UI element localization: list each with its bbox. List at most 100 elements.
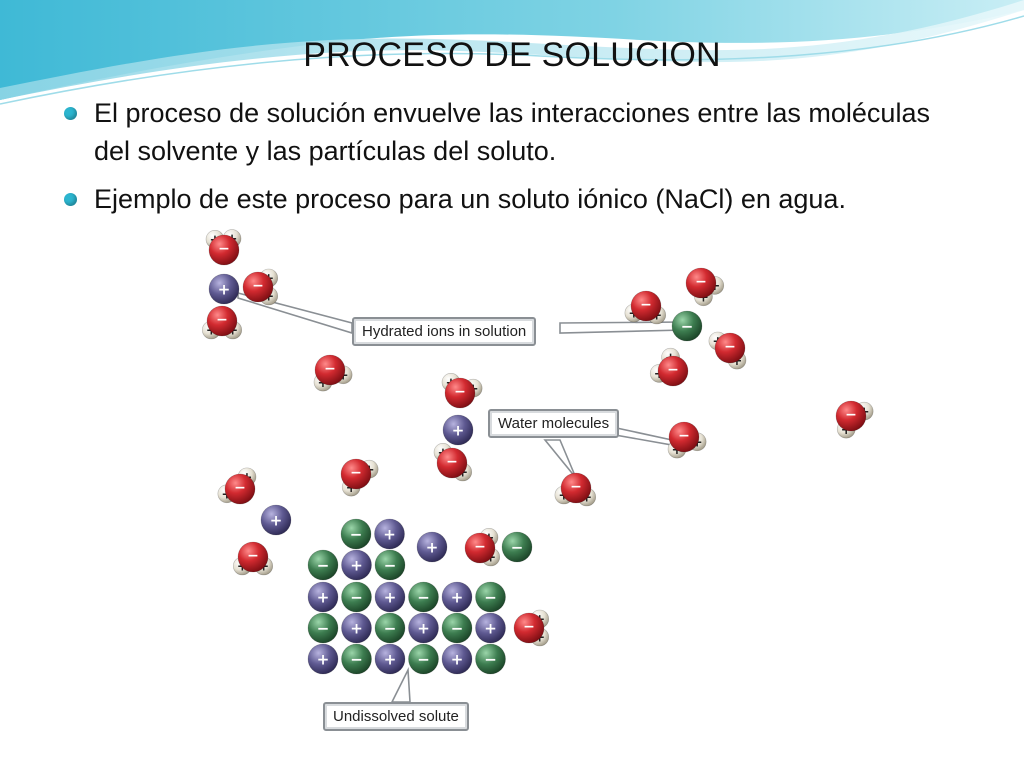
chloride-ion-sphere bbox=[475, 581, 506, 613]
negative-charge-label: − bbox=[640, 297, 652, 313]
negative-charge-label: − bbox=[446, 454, 458, 470]
water-molecule: ++− bbox=[441, 372, 483, 409]
negative-charge-label: − bbox=[474, 539, 486, 555]
positive-charge-label: + bbox=[318, 376, 329, 391]
sodium-ion: + bbox=[341, 549, 372, 581]
negative-charge-label: − bbox=[570, 479, 582, 495]
water-molecule: ++− bbox=[201, 305, 243, 340]
negative-charge-label: − bbox=[350, 650, 363, 668]
sodium-ion: + bbox=[374, 518, 405, 550]
negative-charge-label: − bbox=[417, 588, 430, 606]
chloride-ion-sphere bbox=[671, 310, 703, 342]
water-molecule: ++− bbox=[554, 472, 597, 507]
water-molecule: ++− bbox=[649, 347, 689, 387]
negative-charge-label: − bbox=[845, 407, 857, 423]
positive-charge-label: + bbox=[452, 421, 465, 439]
oxygen-atom bbox=[835, 400, 867, 432]
water-molecule: ++− bbox=[313, 354, 353, 392]
sodium-ion-sphere bbox=[442, 414, 474, 446]
negative-charge-label: − bbox=[317, 619, 330, 637]
sodium-ion: + bbox=[475, 612, 506, 644]
oxygen-atom bbox=[513, 612, 545, 644]
sodium-ion: + bbox=[441, 643, 473, 675]
negative-charge-label: − bbox=[218, 241, 230, 257]
negative-charge-label: − bbox=[252, 278, 264, 294]
sodium-ion: + bbox=[416, 531, 448, 563]
negative-charge-label: − bbox=[724, 339, 736, 355]
water-molecule: ++− bbox=[708, 331, 747, 370]
positive-charge-label: + bbox=[384, 650, 397, 668]
oxygen-atom bbox=[685, 267, 717, 299]
positive-charge-label: + bbox=[317, 650, 330, 668]
slide-title: PROCESO DE SOLUCION bbox=[303, 36, 721, 74]
molecules-layer: ++−+++−++−++−++−−++−++−++−++−+++−++−++−+… bbox=[201, 229, 874, 675]
chloride-ion: − bbox=[307, 549, 339, 581]
sodium-ion-sphere bbox=[374, 581, 406, 613]
chloride-ion-sphere bbox=[341, 581, 372, 613]
positive-charge-label: + bbox=[484, 619, 497, 637]
positive-charge-label: + bbox=[270, 511, 283, 529]
oxygen-atom bbox=[714, 332, 746, 364]
chloride-ion: − bbox=[341, 643, 372, 675]
positive-charge-label: + bbox=[350, 619, 363, 637]
negative-charge-label: − bbox=[417, 650, 430, 668]
negative-charge-label: − bbox=[247, 548, 259, 564]
water-molecule: ++− bbox=[667, 421, 707, 459]
bullet-item: Ejemplo de este proceso para un soluto i… bbox=[62, 180, 962, 218]
positive-charge-label: + bbox=[218, 280, 231, 298]
bullet-text: Ejemplo de este proceso para un soluto i… bbox=[94, 184, 846, 214]
chloride-ion: − bbox=[307, 612, 339, 644]
chloride-ion: − bbox=[374, 612, 406, 644]
bullet-dot-icon bbox=[64, 107, 77, 120]
chloride-ion: − bbox=[671, 310, 703, 342]
chloride-ion-sphere bbox=[408, 643, 439, 675]
sodium-ion-sphere bbox=[408, 612, 439, 644]
bullet-text: El proceso de solución envuelve las inte… bbox=[94, 98, 930, 166]
oxygen-atom bbox=[206, 305, 238, 337]
sodium-ion-sphere bbox=[374, 643, 406, 675]
water-molecule: ++− bbox=[232, 541, 274, 576]
negative-charge-label: − bbox=[451, 619, 464, 637]
positive-charge-label: + bbox=[841, 423, 852, 438]
water-molecule: ++− bbox=[624, 290, 667, 325]
negative-charge-label: − bbox=[234, 480, 246, 496]
positive-charge-label: + bbox=[672, 443, 683, 458]
chloride-ion-sphere bbox=[501, 531, 533, 563]
chloride-ion-sphere bbox=[307, 549, 339, 581]
negative-charge-label: − bbox=[384, 619, 397, 637]
chloride-ion: − bbox=[441, 612, 473, 644]
sodium-ion-sphere bbox=[416, 531, 448, 563]
chloride-ion: − bbox=[408, 643, 439, 675]
water-molecule: ++− bbox=[513, 609, 550, 647]
oxygen-atom bbox=[630, 290, 662, 322]
negative-charge-label: − bbox=[454, 384, 466, 400]
sodium-ion: + bbox=[374, 643, 406, 675]
chloride-ion-sphere bbox=[408, 581, 439, 613]
positive-charge-label: + bbox=[451, 650, 464, 668]
oxygen-atom bbox=[340, 458, 372, 490]
sodium-ion-sphere bbox=[208, 273, 240, 305]
header-wave-decoration bbox=[0, 0, 1024, 112]
chloride-ion-sphere bbox=[307, 612, 339, 644]
sodium-ion-sphere bbox=[307, 643, 339, 675]
chloride-ion: − bbox=[374, 549, 406, 581]
water-molecules-label: Water molecules bbox=[488, 409, 620, 438]
water-molecule: ++− bbox=[685, 267, 725, 307]
oxygen-atom bbox=[242, 271, 274, 303]
negative-charge-label: − bbox=[681, 317, 694, 335]
negative-charge-label: − bbox=[484, 650, 497, 668]
oxygen-atom bbox=[208, 234, 240, 266]
sodium-ion: + bbox=[341, 612, 372, 644]
chloride-ion-sphere bbox=[374, 549, 406, 581]
positive-charge-label: + bbox=[346, 481, 357, 496]
sodium-ion-sphere bbox=[441, 643, 473, 675]
sodium-ion: + bbox=[208, 273, 240, 305]
sodium-ion-sphere bbox=[341, 612, 372, 644]
chloride-ion: − bbox=[408, 581, 439, 613]
oxygen-atom bbox=[560, 472, 592, 504]
water-molecule: ++− bbox=[464, 527, 501, 567]
negative-charge-label: − bbox=[216, 312, 228, 328]
oxygen-atom bbox=[436, 447, 468, 479]
